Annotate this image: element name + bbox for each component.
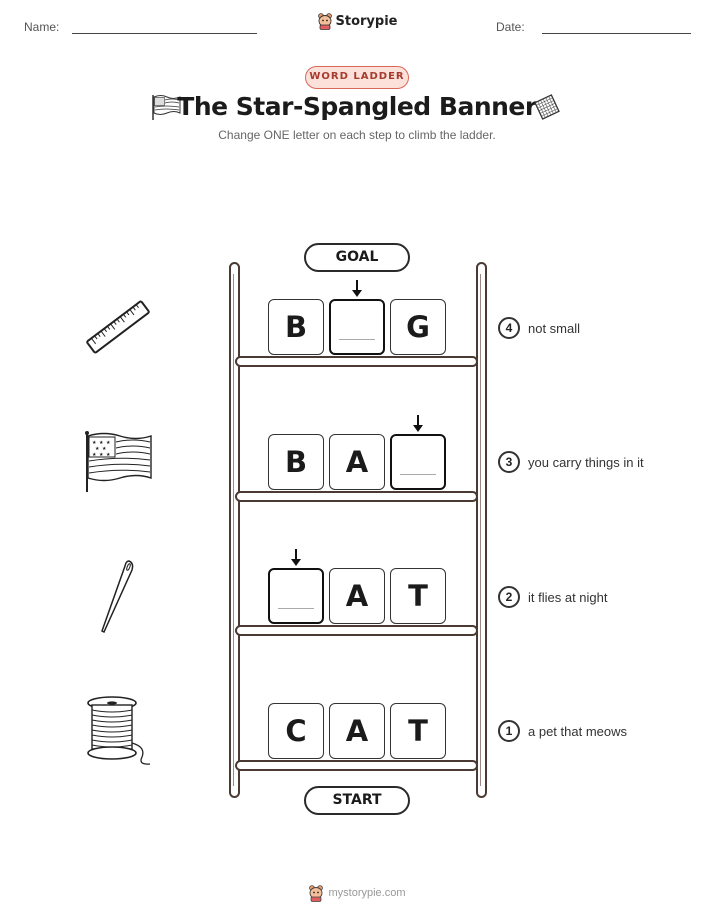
letter-tile: B <box>268 434 324 490</box>
step-number: 2 <box>498 586 520 608</box>
brand-name: Storypie <box>335 13 398 29</box>
clue-text: you carry things in it <box>528 455 644 470</box>
clue-text: a pet that meows <box>528 724 627 739</box>
letter-tile: A <box>329 703 385 759</box>
svg-text:★: ★ <box>102 446 107 452</box>
step-number: 4 <box>498 317 520 339</box>
letter-blank[interactable] <box>390 434 446 490</box>
letter-tile: A <box>329 568 385 624</box>
ladder-rung <box>235 760 478 771</box>
letter-tile: G <box>390 299 446 355</box>
clue-text: it flies at night <box>528 590 608 605</box>
letter-blank[interactable] <box>268 568 324 624</box>
letter-tile: T <box>390 703 446 759</box>
ladder-left-rail <box>229 262 240 798</box>
goal-label: GOAL <box>304 243 410 272</box>
step-number: 1 <box>498 720 520 742</box>
arrow-down-icon <box>291 549 301 566</box>
thread-spool-icon <box>87 696 151 765</box>
date-label: Date: <box>496 20 525 34</box>
arrow-down-icon <box>352 280 362 297</box>
letter-tile: A <box>329 434 385 490</box>
name-line[interactable] <box>72 33 257 34</box>
storypie-logo-icon <box>317 13 332 30</box>
instructions: Change ONE letter on each step to climb … <box>218 128 496 142</box>
ladder-rung <box>235 356 478 367</box>
ladder-right-rail <box>476 262 487 798</box>
start-label: START <box>304 786 410 815</box>
svg-text:★: ★ <box>92 452 97 458</box>
date-line[interactable] <box>542 33 691 34</box>
activity-badge: WORD LADDER <box>305 66 409 89</box>
storypie-logo-icon <box>309 885 324 902</box>
svg-text:★: ★ <box>95 446 100 452</box>
footer: mystorypie.com <box>0 884 714 902</box>
svg-text:★: ★ <box>106 440 111 446</box>
letter-blank[interactable] <box>329 299 385 355</box>
ladder-rung <box>235 625 478 636</box>
page-title: The Star-Spangled Banner <box>177 92 537 121</box>
flag-icon: ★★★ ★★ ★★★ <box>85 431 152 492</box>
brand: Storypie <box>0 12 714 30</box>
svg-text:★: ★ <box>106 452 111 458</box>
letter-tile: T <box>390 568 446 624</box>
fabric-swatch-icon <box>534 94 560 120</box>
svg-text:★: ★ <box>99 452 104 458</box>
clue-text: not small <box>528 321 581 336</box>
needle-icon <box>101 560 134 634</box>
svg-text:★: ★ <box>99 440 104 446</box>
step-number: 3 <box>498 451 520 473</box>
name-label: Name: <box>24 20 60 34</box>
letter-tile: C <box>268 703 324 759</box>
flag-icon <box>152 95 181 120</box>
ladder-rung <box>235 491 478 502</box>
letter-tile: B <box>268 299 324 355</box>
svg-text:★: ★ <box>92 440 97 446</box>
arrow-down-icon <box>413 415 423 432</box>
ruler-icon <box>86 300 150 354</box>
footer-url: mystorypie.com <box>328 887 406 899</box>
